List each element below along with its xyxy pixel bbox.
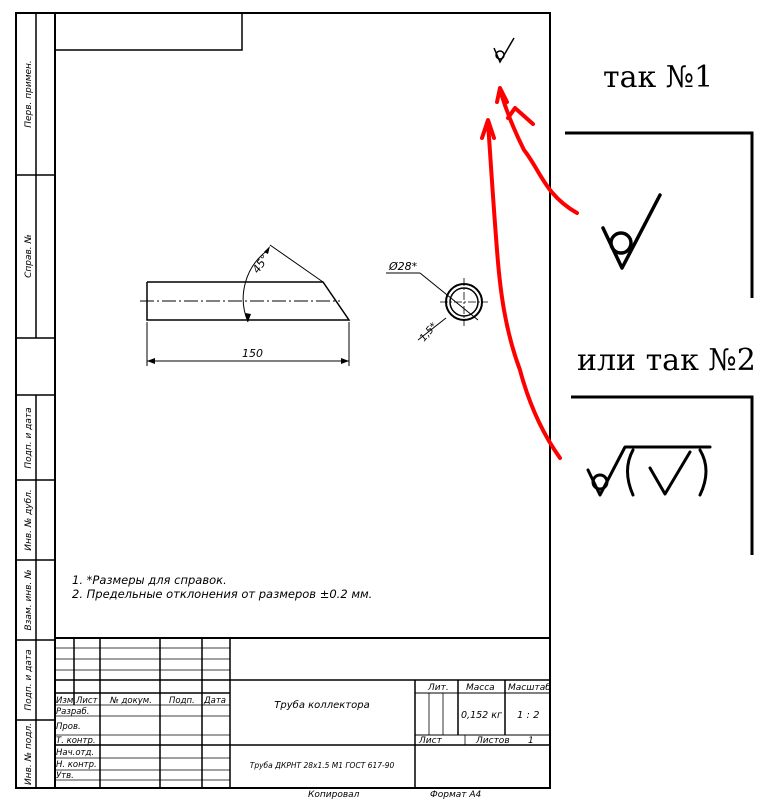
tb-row-tkontr: Т. контр. (56, 736, 96, 746)
outer-border (15, 12, 551, 789)
side-label-sprav: Справ. № (24, 234, 34, 278)
tb-sheet-label: Лист (418, 736, 443, 746)
side-label-inv-podl: Инв. № подл. (24, 723, 34, 785)
title-block (55, 637, 550, 788)
tb-scale-value: 1 : 2 (517, 710, 539, 721)
option2-frame (571, 395, 754, 555)
tb-scale-label: Масштаб (508, 683, 551, 693)
option1-frame (565, 131, 754, 298)
arrow-to-option2-icon (486, 121, 562, 460)
tb-header-data: Дата (203, 696, 226, 706)
tb-row-nachotd: Нач.отд. (56, 748, 94, 758)
tb-mass-label: Масса (466, 683, 495, 693)
tb-row-razrab: Разраб. (56, 707, 89, 717)
tb-sheets-value: 1 (528, 736, 534, 746)
tb-row-prov: Пров. (56, 722, 81, 732)
tb-row-utv: Утв. (56, 771, 74, 781)
tb-mass-value: 0,152 кг (461, 710, 503, 721)
pipe-cross-section (386, 272, 488, 341)
tb-header-doc: № докум. (109, 696, 152, 706)
side-label-podp-2: Подп. и дата (24, 649, 34, 710)
tb-part-name: Труба коллектора (274, 699, 369, 711)
side-label-perv: Перв. примен. (24, 60, 34, 128)
red-arrows (480, 86, 579, 460)
pipe-side-view (140, 244, 351, 366)
tb-row-nkontr: Н. контр. (56, 760, 97, 770)
length-dimension: 150 (242, 347, 263, 360)
tb-header-izm: Изм. (56, 696, 76, 706)
wall-dimension: 1,5* (418, 321, 440, 344)
tb-header-list: Лист (75, 696, 99, 706)
tb-material: Труба ДКРНТ 28х1.5 М1 ГОСТ 617-90 (250, 761, 395, 770)
option2-roughness-icon (586, 445, 712, 497)
tb-copied-label: Копировал (308, 790, 360, 800)
side-label-inv-dubl: Инв. № дубл. (24, 489, 34, 551)
arrow-to-option1-icon (498, 88, 579, 215)
diameter-dimension: Ø28* (388, 260, 418, 273)
roughness-symbol-icon (493, 37, 515, 64)
option1-roughness-icon (601, 193, 662, 270)
note-1: 1. *Размеры для справок. (72, 573, 227, 587)
tb-format-label: Формат А4 (430, 790, 482, 800)
option2-label: или так №2 (577, 343, 756, 378)
option1-label: так №1 (603, 60, 714, 95)
top-left-box (55, 13, 243, 51)
angle-dimension: 45° (250, 252, 272, 275)
tb-header-podp: Подп. (169, 696, 195, 706)
side-label-vzam: Взам. инв. № (24, 569, 34, 630)
side-label-podp-1: Подп. и дата (24, 407, 34, 468)
tb-lit-label: Лит. (427, 683, 449, 693)
tb-sheets-label: Листов (475, 736, 510, 746)
note-2: 2. Предельные отклонения от размеров ±0.… (72, 587, 373, 601)
